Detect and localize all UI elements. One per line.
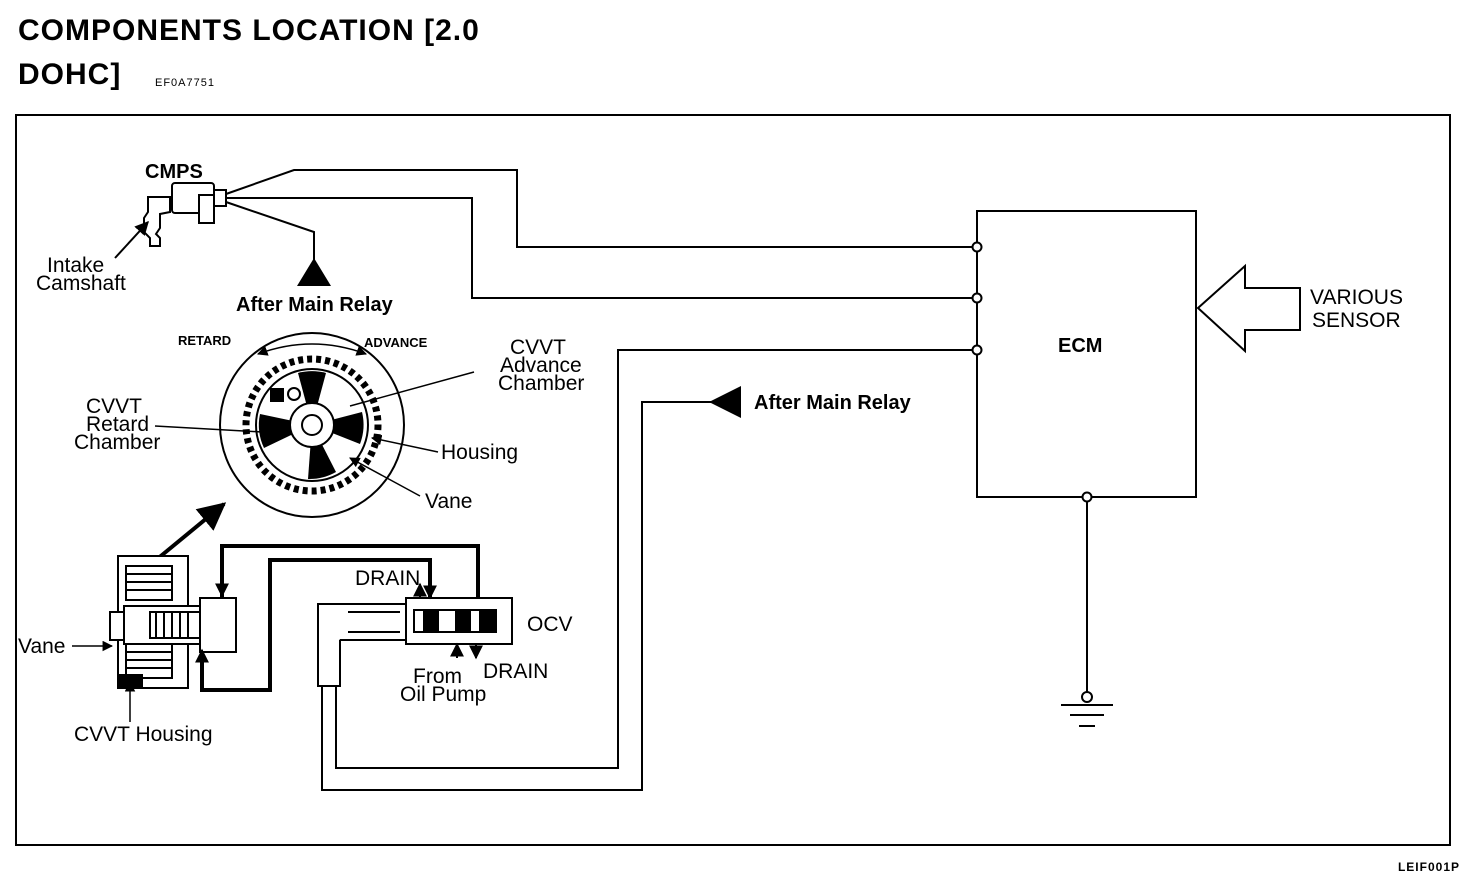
ecm-label: ECM <box>1058 335 1102 357</box>
cvvt-advance-label-2: Advance <box>500 354 582 377</box>
page-title-line1: COMPONENTS LOCATION [2.0 <box>18 14 480 47</box>
drain-top-label: DRAIN <box>355 567 420 590</box>
drain-bottom-label: DRAIN <box>483 660 548 683</box>
cvvt-retard-label-1: CVVT <box>86 395 142 418</box>
cmps-label: CMPS <box>145 161 203 183</box>
cvvt-advance-label-3: Chamber <box>498 372 584 395</box>
cvvt-retard-leader <box>154 425 263 433</box>
cvvt-advance-label-1: CVVT <box>510 336 566 359</box>
various-sensor-label-2: SENSOR <box>1312 309 1401 332</box>
after-main-relay-mid-triangle <box>709 386 741 418</box>
ocv-port-arrows <box>413 582 483 660</box>
document-code: EF0A7751 <box>155 77 215 89</box>
oil-flow-arrows <box>195 578 229 664</box>
oil-pump-label: Oil Pump <box>400 683 486 706</box>
vane-gear-leader <box>349 457 421 497</box>
after-main-relay-top-label: After Main Relay <box>236 294 394 316</box>
advance-label: ADVANCE <box>364 335 428 350</box>
ecm-terminals <box>971 241 1093 503</box>
cmps-wiring <box>225 169 972 299</box>
retard-label: RETARD <box>178 333 231 348</box>
cvvt-housing-label: CVVT Housing <box>74 723 213 746</box>
intake-label-2: Camshaft <box>36 272 126 295</box>
ground-symbol <box>1061 502 1113 727</box>
cvvt-retard-label-2: Retard <box>86 413 149 436</box>
cmps-sensor <box>143 182 227 247</box>
housing-label: Housing <box>441 441 518 464</box>
cvvt-housing-assembly <box>109 555 237 689</box>
ocv-label: OCV <box>527 613 573 636</box>
vane-gear-label: Vane <box>425 490 473 513</box>
figure-code: LEIF001P <box>1397 860 1460 874</box>
diagram-frame <box>15 114 1451 846</box>
after-main-relay-top-triangle <box>297 258 331 286</box>
vane-left-label: Vane <box>18 635 66 658</box>
detail-arrow <box>154 502 227 562</box>
intake-label-1: Intake <box>47 254 104 277</box>
cvvt-advance-leader <box>349 371 475 407</box>
after-main-relay-mid-label: After Main Relay <box>754 392 912 414</box>
cvvt-retard-label-3: Chamber <box>74 431 160 454</box>
various-sensor-arrow <box>1196 263 1301 354</box>
various-sensor-label-1: VARIOUS <box>1310 286 1403 309</box>
oil-passages <box>200 544 480 692</box>
intake-camshaft-arrow <box>114 220 149 259</box>
cvvt-gear-assembly <box>219 332 405 518</box>
page-title-line2: DOHC] <box>18 58 122 91</box>
ocv-harness <box>321 349 972 791</box>
from-label: From <box>413 665 462 688</box>
housing-leader <box>370 434 439 453</box>
